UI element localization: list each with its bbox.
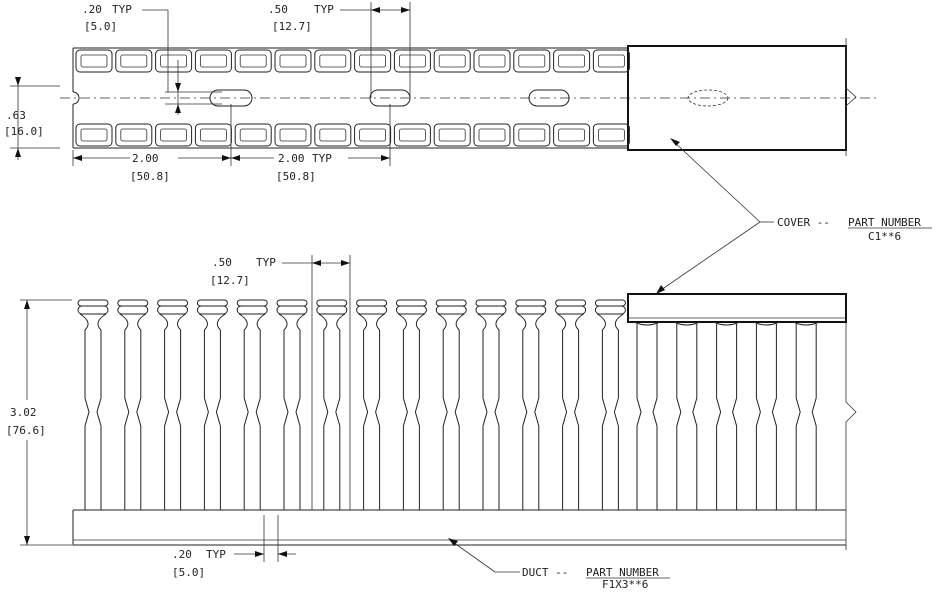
svg-text:.50: .50 bbox=[212, 256, 232, 269]
svg-text:[76.6]: [76.6] bbox=[6, 424, 46, 437]
svg-text:.20: .20 bbox=[82, 3, 102, 16]
svg-text:DUCT --: DUCT -- bbox=[522, 566, 568, 579]
slot-bottom-row bbox=[393, 123, 431, 147]
duct-finger bbox=[594, 299, 626, 510]
svg-text:[5.0]: [5.0] bbox=[84, 20, 117, 33]
slot-bottom-row bbox=[234, 123, 272, 147]
svg-text:.50: .50 bbox=[268, 3, 288, 16]
dim-finger-pitch-top: .50 TYP [12.7] bbox=[268, 2, 411, 98]
svg-text:2.00: 2.00 bbox=[278, 152, 305, 165]
duct-fingers bbox=[73, 299, 628, 511]
dim-first-hole: 2.00 [50.8] bbox=[72, 104, 391, 183]
duct-finger bbox=[157, 299, 189, 510]
covered-finger bbox=[792, 321, 820, 510]
svg-text:[16.0]: [16.0] bbox=[4, 125, 44, 138]
svg-text:TYP: TYP bbox=[256, 256, 276, 269]
duct-finger bbox=[435, 299, 467, 510]
slot-bottom-row bbox=[155, 123, 193, 147]
svg-text:C1**6: C1**6 bbox=[868, 230, 901, 243]
svg-text:[50.8]: [50.8] bbox=[130, 170, 170, 183]
duct-finger bbox=[196, 299, 228, 510]
covered-finger bbox=[753, 321, 780, 510]
svg-text:.20: .20 bbox=[172, 548, 192, 561]
slot-bottom-row bbox=[553, 123, 591, 147]
svg-text:TYP: TYP bbox=[312, 152, 332, 165]
covered-finger bbox=[673, 321, 701, 510]
duct-finger bbox=[77, 299, 109, 510]
duct-finger bbox=[276, 299, 308, 510]
slot-bottom-row bbox=[314, 123, 352, 147]
slot-top-row bbox=[234, 49, 272, 73]
slot-bottom-row bbox=[354, 123, 392, 147]
svg-text:TYP: TYP bbox=[206, 548, 226, 561]
svg-text:[5.0]: [5.0] bbox=[172, 566, 205, 579]
duct-finger bbox=[316, 299, 348, 510]
finger-slots-top-view bbox=[75, 49, 630, 147]
covered-finger bbox=[633, 321, 661, 510]
cover-fingers bbox=[628, 321, 846, 511]
dim-height: 3.02 [76.6] bbox=[6, 299, 72, 546]
dim-slot-spacing-top: .20 TYP [5.0] bbox=[82, 3, 222, 115]
svg-text:3.02: 3.02 bbox=[10, 406, 37, 419]
duct-finger bbox=[555, 299, 587, 510]
covered-finger bbox=[713, 321, 740, 510]
side-view: .50 TYP [12.7] 3.02 [76.6] bbox=[6, 255, 857, 579]
slot-bottom-row bbox=[274, 123, 312, 147]
duct-finger bbox=[475, 299, 507, 510]
duct-finger bbox=[515, 299, 547, 510]
svg-text:F1X3**6: F1X3**6 bbox=[602, 578, 648, 590]
svg-text:PART NUMBER: PART NUMBER bbox=[586, 566, 659, 579]
duct-finger bbox=[395, 299, 427, 510]
slot-top-row bbox=[592, 49, 630, 73]
slot-top-row bbox=[274, 49, 312, 73]
cover-side-view bbox=[627, 293, 847, 323]
slot-bottom-row bbox=[433, 123, 471, 147]
slot-top-row bbox=[194, 49, 232, 73]
slot-top-row bbox=[155, 49, 193, 73]
svg-text:.63: .63 bbox=[6, 109, 26, 122]
dim-finger-pitch-side: .50 TYP [12.7] bbox=[210, 255, 351, 510]
svg-text:[50.8]: [50.8] bbox=[276, 170, 316, 183]
svg-text:PART NUMBER: PART NUMBER bbox=[848, 216, 921, 229]
slot-top-row bbox=[115, 49, 153, 73]
dim-slot-width-side: .20 TYP [5.0] bbox=[172, 515, 296, 579]
slot-top-row bbox=[354, 49, 392, 73]
svg-text:TYP: TYP bbox=[112, 3, 132, 16]
svg-text:[12.7]: [12.7] bbox=[272, 20, 312, 33]
cover-callout: COVER -- PART NUMBER C1**6 bbox=[656, 138, 932, 294]
svg-text:2.00: 2.00 bbox=[132, 152, 159, 165]
slot-bottom-row bbox=[75, 123, 113, 147]
slot-top-row bbox=[473, 49, 511, 73]
svg-text:[12.7]: [12.7] bbox=[210, 274, 250, 287]
slot-top-row bbox=[314, 49, 352, 73]
slot-top-row bbox=[433, 49, 471, 73]
slot-bottom-row bbox=[513, 123, 551, 147]
slot-bottom-row bbox=[592, 123, 630, 147]
slot-top-row bbox=[553, 49, 591, 73]
duct-callout: DUCT -- PART NUMBER F1X3**6 bbox=[448, 538, 670, 591]
top-view: .20 TYP [5.0] .50 TYP [12.7] .63 [1 bbox=[4, 2, 880, 183]
duct-finger bbox=[236, 299, 268, 510]
duct-finger bbox=[117, 299, 149, 510]
dim-width-top: .63 [16.0] bbox=[4, 77, 60, 160]
duct-finger bbox=[356, 299, 388, 510]
svg-text:TYP: TYP bbox=[314, 3, 334, 16]
slot-top-row bbox=[75, 49, 113, 73]
slot-bottom-row bbox=[194, 123, 232, 147]
slot-top-row bbox=[513, 49, 551, 73]
svg-text:COVER --: COVER -- bbox=[777, 216, 830, 229]
slot-bottom-row bbox=[473, 123, 511, 147]
slot-top-row bbox=[393, 49, 431, 73]
cover-top-view bbox=[627, 38, 857, 156]
slot-bottom-row bbox=[115, 123, 153, 147]
dim-hole-pitch: 2.00 TYP [50.8] bbox=[231, 152, 390, 183]
